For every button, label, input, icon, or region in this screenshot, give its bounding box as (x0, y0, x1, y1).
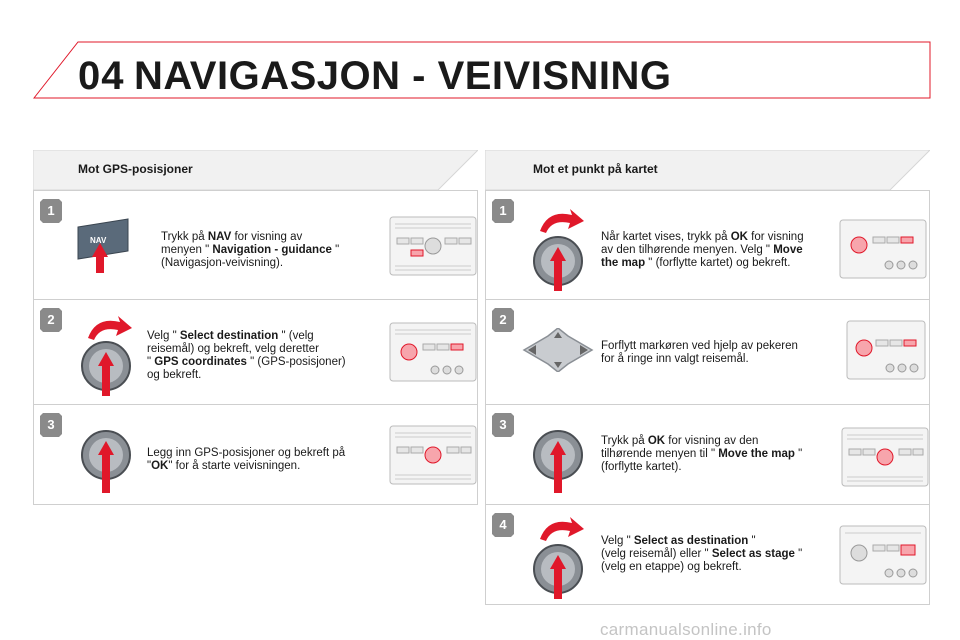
radio-panel-illustration (389, 425, 477, 485)
chapter-number: 04 (78, 54, 125, 98)
left-step-2-text: Velg " Select destination " (velg reisem… (147, 330, 346, 381)
watermark: carmanualsonline.info (600, 620, 772, 639)
left-column-heading: Mot GPS-posisjoner (33, 150, 478, 190)
right-column-heading: Mot et punkt på kartet (485, 150, 930, 190)
chapter-title: NAVIGASJON - VEIVISNING (134, 54, 672, 98)
right-step-4-text: Velg " Select as destination " (velg rei… (601, 535, 803, 573)
radio-panel-illustration (839, 525, 927, 585)
right-heading-text: Mot et punkt på kartet (533, 162, 658, 176)
right-step-3: 3 Trykk på OK for visning av den tilhøre… (485, 405, 930, 505)
step-badge: 3 (492, 413, 514, 437)
step-badge: 2 (492, 308, 514, 332)
right-step-2-text: Forflytt markøren ved hjelp av pekeren f… (601, 340, 798, 365)
ok-knob-icon (528, 425, 588, 502)
header-frame (32, 41, 931, 99)
right-step-4: 4 Velg " Select as destination " (velg r… (485, 505, 930, 605)
step-badge: 1 (492, 199, 514, 223)
left-heading-text: Mot GPS-posisjoner (78, 162, 193, 176)
radio-panel-illustration (389, 216, 477, 276)
left-step-3: 3 Legg inn GPS-posisjoner og bekreft på … (33, 405, 478, 505)
directional-pad-icon (518, 327, 598, 377)
step-badge: 2 (40, 308, 62, 332)
nav-button-icon: NAV (76, 213, 136, 282)
step-badge: 4 (492, 513, 514, 537)
right-step-2: 2 Forflytt markøren ved hjelp av pekeren… (485, 300, 930, 405)
right-step-3-text: Trykk på OK for visning av den tilhørend… (601, 435, 803, 473)
radio-panel-illustration (841, 427, 929, 487)
page-header: 04 NAVIGASJON - VEIVISNING (0, 0, 960, 110)
radio-panel-illustration (839, 219, 927, 279)
left-step-3-text: Legg inn GPS-posisjoner og bekreft på "O… (147, 447, 346, 472)
step-badge: 3 (40, 413, 62, 437)
right-step-1-text: Når kartet vises, trykk på OK for visnin… (601, 231, 804, 269)
rotary-knob-icon (528, 203, 588, 300)
step-badge: 1 (40, 199, 62, 223)
left-step-1: 1 NAV Trykk på NAV for visning av menyen… (33, 190, 478, 300)
rotary-knob-icon (528, 513, 588, 608)
right-step-1: 1 Når kartet vises, trykk på OK for visn… (485, 190, 930, 300)
radio-panel-illustration (846, 320, 934, 380)
rotary-knob-icon (76, 312, 136, 405)
left-step-1-text: Trykk på NAV for visning av menyen " Nav… (161, 231, 340, 269)
ok-knob-icon (76, 425, 136, 502)
left-step-2: 2 Velg " Select destination " (velg reis… (33, 300, 478, 405)
nav-button-label: NAV (90, 236, 107, 245)
radio-panel-illustration (389, 322, 477, 382)
